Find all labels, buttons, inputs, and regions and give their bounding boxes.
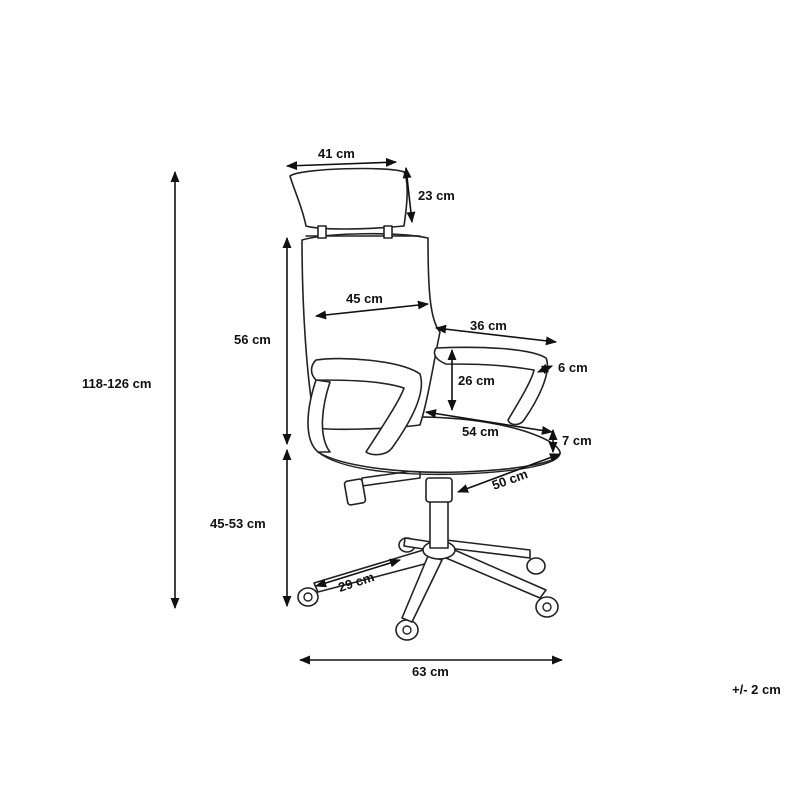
tolerance-label: +/- 2 cm (732, 682, 781, 697)
headrest (289, 167, 408, 239)
caster-front (395, 619, 419, 641)
caster-right-back (526, 557, 546, 575)
seat-width-label: 54 cm (462, 424, 499, 439)
caster-left (297, 587, 319, 607)
headrest-width-arrow (285, 157, 398, 171)
seat-thickness-label: 7 cm (562, 433, 592, 448)
armrest-width-arrow (536, 363, 554, 375)
seat-depth-arrow (456, 453, 562, 493)
chair-illustration (289, 167, 561, 641)
armrest-length-arrow (434, 324, 558, 346)
armrest-left (307, 357, 423, 456)
back-height-label: 56 cm (234, 332, 271, 347)
base-width-label: 63 cm (412, 664, 449, 679)
headrest-height-arrow (402, 166, 416, 224)
armrest-length-label: 36 cm (470, 318, 507, 333)
headrest-width-label: 41 cm (318, 146, 355, 161)
total-height-label: 118-126 cm (82, 376, 151, 391)
headrest-height-label: 23 cm (418, 188, 455, 203)
armrest-height-label: 26 cm (458, 373, 495, 388)
caster-right-front (535, 596, 559, 618)
back-width-label: 45 cm (346, 291, 383, 306)
leg-length-arrow (314, 558, 402, 588)
gas-cylinder (425, 477, 453, 549)
seat-width-arrow (424, 409, 554, 435)
armrest-width-label: 6 cm (558, 360, 588, 375)
dimension-labels: 41 cm 23 cm 118-126 cm 56 cm 45 cm 36 cm… (82, 146, 781, 697)
seat-lever (343, 469, 421, 506)
back-width-arrow (314, 300, 430, 320)
dimension-lines (170, 157, 564, 665)
seat-height-label: 45-53 cm (210, 516, 266, 531)
